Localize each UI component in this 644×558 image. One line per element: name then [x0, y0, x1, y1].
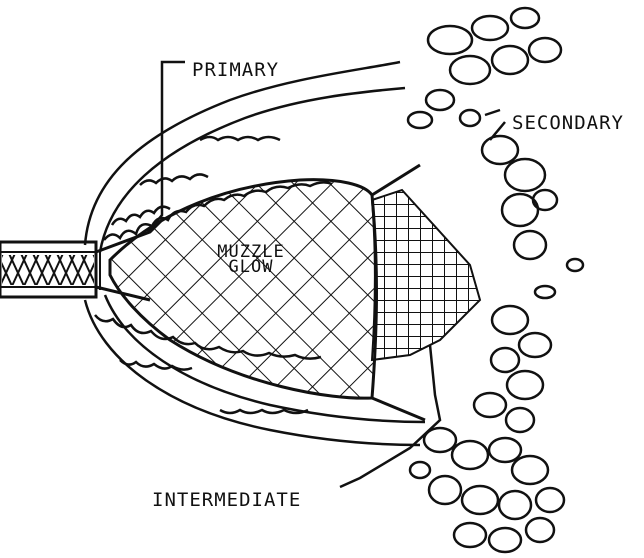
- secondary-flash-right: [474, 136, 583, 432]
- secondary-flash-upper: [408, 8, 561, 128]
- intermediate-grid-region: [372, 190, 480, 360]
- secondary-label: SECONDARY: [512, 114, 624, 133]
- primary-label: PRIMARY: [192, 61, 279, 80]
- gun-barrel: [0, 242, 96, 297]
- intermediate-label: INTERMEDIATE: [152, 491, 301, 510]
- secondary-flash-lower: [410, 428, 564, 552]
- muzzle-glow-label-line2: GLOW: [212, 260, 290, 275]
- muzzle-glow-label: MUZZLE GLOW: [212, 245, 290, 275]
